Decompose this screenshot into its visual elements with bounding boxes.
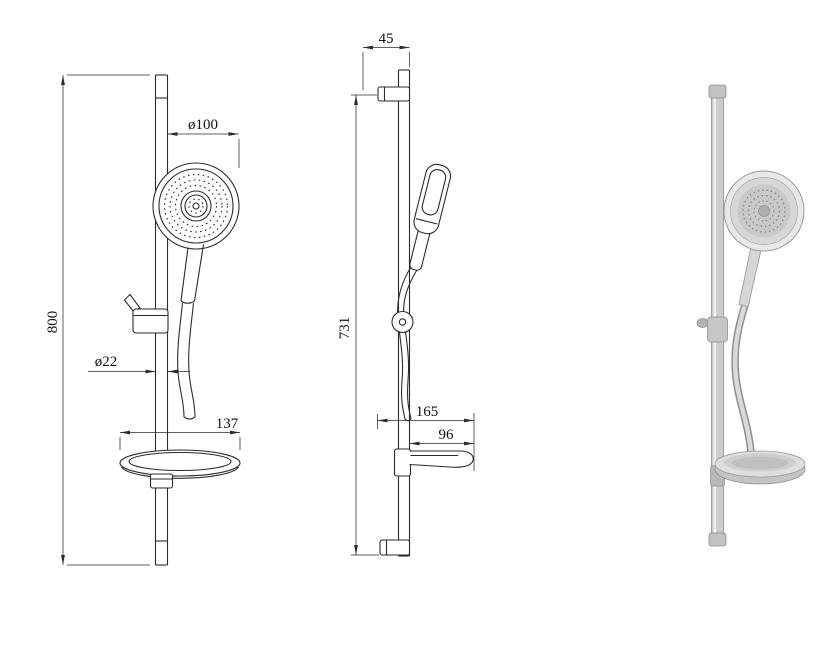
render-handshower-head-icon [723,170,805,252]
dim-label-soap-dish-projection: 165 [416,404,439,420]
dim-rail-diameter: ø22 [88,354,190,374]
front-handshower-head-icon [152,162,240,250]
dim-wall-offset: 45 [362,31,410,90]
dim-label-bar-length: 731 [337,317,353,340]
dim-label-rail-diameter: ø22 [95,354,118,370]
dim-label-wall-offset: 45 [379,31,394,47]
front-handle-and-hose [177,244,205,420]
dim-soap-dish-depth: 96 [409,427,474,446]
front-slider [123,293,169,334]
dim-soap-dish-projection: 165 [377,404,475,471]
dim-label-soap-dish-width: 137 [216,416,239,432]
render-handle [738,241,763,308]
render-soap-dish [710,450,806,487]
dim-bar-length: 731 [337,94,379,556]
dim-overall-height: 800 [45,74,150,566]
side-view: 45 731 165 96 [337,31,475,557]
dim-soap-dish-width: 137 [119,416,241,450]
dim-label-handset-diameter: ø100 [188,117,218,133]
rendered-view [696,84,806,547]
front-view: 800 ø100 ø22 137 [45,74,241,566]
render-slider [696,316,728,343]
front-soap-dish [119,449,241,489]
side-hose [397,265,418,422]
side-handshower [409,163,452,271]
side-wall-bracket-bottom [379,539,411,556]
dim-label-overall-height: 800 [45,311,61,334]
render-hose [731,298,755,456]
side-wall-bracket-top [377,86,411,102]
dim-label-soap-dish-depth: 96 [439,427,455,443]
dim-handset-diameter: ø100 [167,117,240,168]
side-soap-dish [393,448,474,477]
side-slider-knob [391,310,414,334]
render-rail [708,84,727,547]
